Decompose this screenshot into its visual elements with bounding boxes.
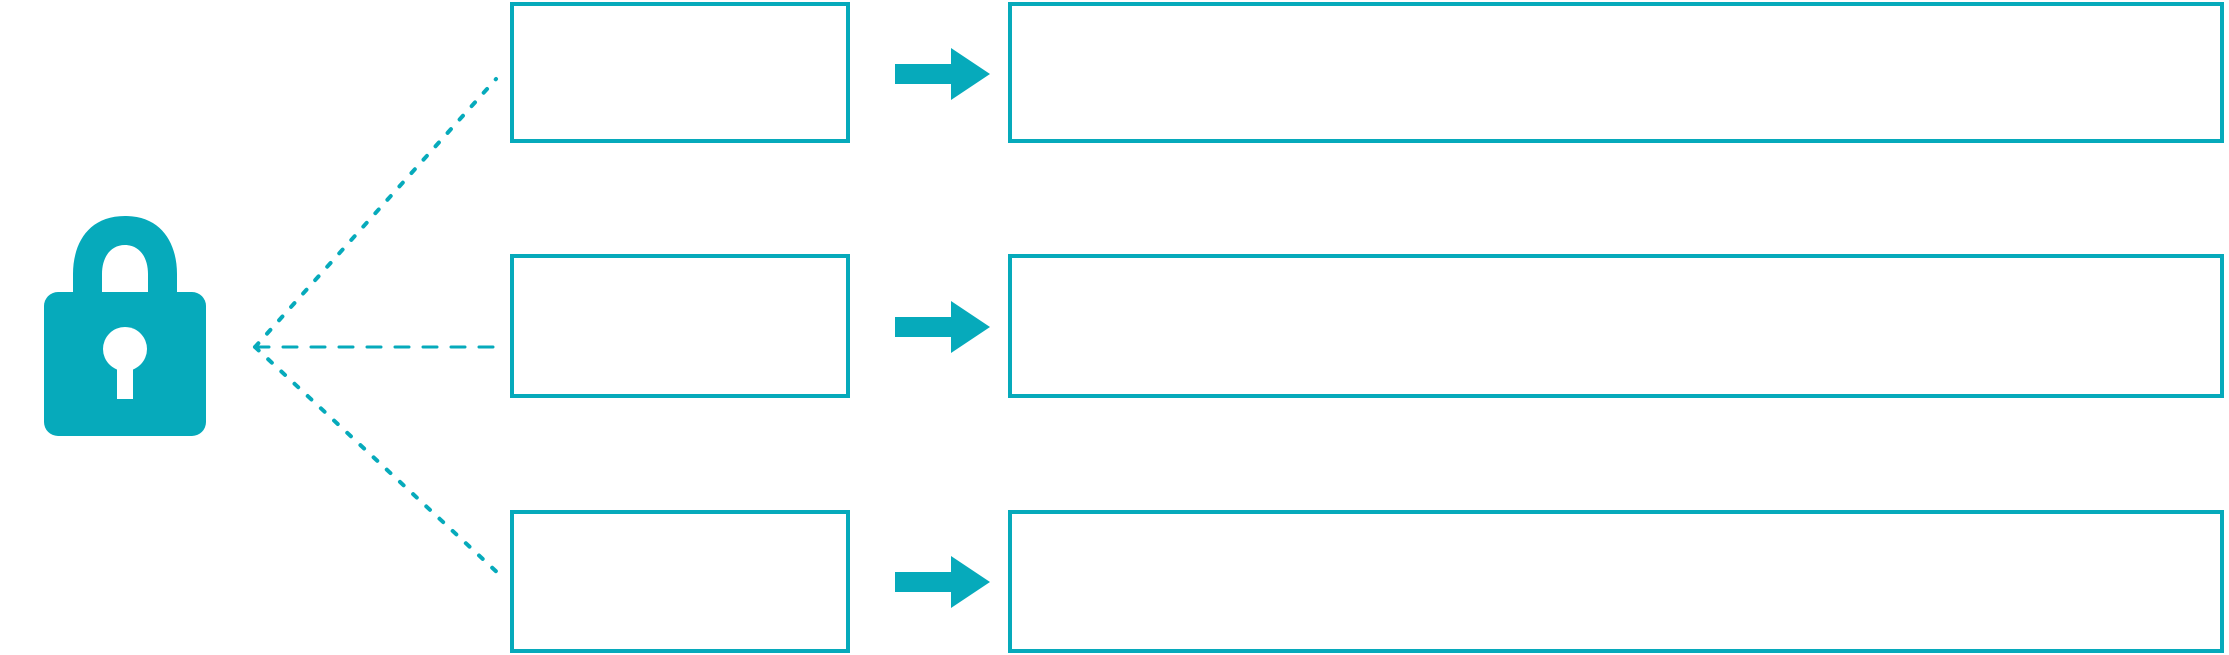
right-arrow-icon-3 [893, 552, 993, 612]
category-box-2-label [514, 258, 846, 394]
category-box-1-label [514, 6, 846, 139]
category-box-2[interactable] [510, 254, 850, 398]
right-arrow-icon-2 [893, 297, 993, 357]
category-box-1[interactable] [510, 2, 850, 143]
connector-line-row-1 [253, 77, 498, 349]
connector-line-row-3 [253, 345, 502, 577]
detail-box-3-label [1012, 514, 2220, 649]
right-arrow-icon-1 [893, 44, 993, 104]
detail-box-1[interactable] [1008, 2, 2224, 143]
padlock-icon [40, 212, 210, 440]
detail-box-3[interactable] [1008, 510, 2224, 653]
category-box-3-label [514, 514, 846, 649]
category-box-3[interactable] [510, 510, 850, 653]
detail-box-2[interactable] [1008, 254, 2224, 398]
detail-box-2-label [1012, 258, 2220, 394]
detail-box-1-label [1012, 6, 2220, 139]
